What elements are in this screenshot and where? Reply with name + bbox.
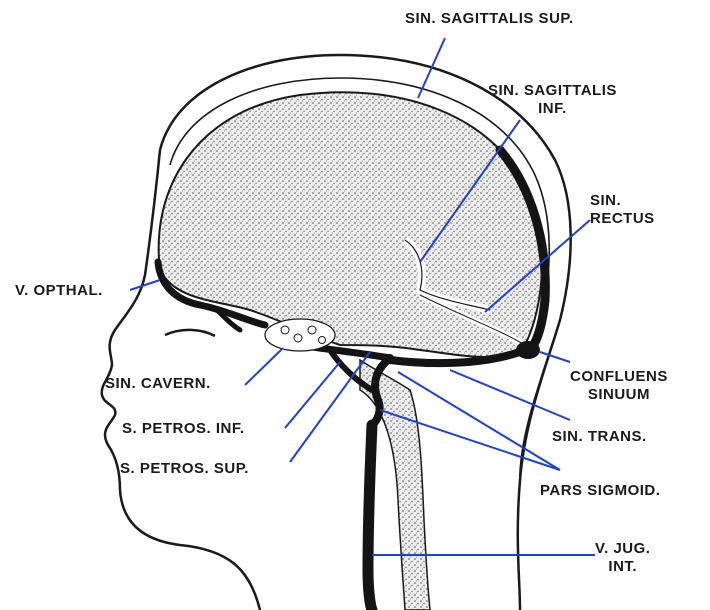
label-sin-rectus-line1: SIN. xyxy=(590,192,655,210)
leader-sin-trans xyxy=(450,370,570,420)
label-sin-sagittalis-inf-line1: SIN. SAGITTALIS xyxy=(488,82,617,100)
label-sin-cavern: SIN. CAVERN. xyxy=(105,375,211,393)
label-v-opthal: V. OPTHAL. xyxy=(15,282,103,300)
label-sin-sagittalis-inf: SIN. SAGITTALIS INF. xyxy=(488,82,617,118)
leader-v-opthal xyxy=(130,280,160,290)
leader-sin-sagittalis-sup xyxy=(418,38,445,98)
internal-jugular-vein xyxy=(368,425,372,610)
label-v-jug-int: V. JUG. INT. xyxy=(595,540,650,576)
label-sin-sagittalis-sup: SIN. SAGITTALIS SUP. xyxy=(405,10,574,28)
label-sin-rectus-line2: RECTUS xyxy=(590,210,655,228)
label-v-jug-int-line1: V. JUG. xyxy=(595,540,650,558)
label-confluens-sinuum-line1: CONFLUENS xyxy=(570,368,668,386)
leader-s-petros-inf xyxy=(285,362,340,428)
label-v-jug-int-line2: INT. xyxy=(595,558,650,576)
label-s-petros-sup: S. PETROS. SUP. xyxy=(120,460,249,478)
brain xyxy=(159,92,542,357)
leader-pars-sigmoid-a xyxy=(398,372,560,470)
label-confluens-sinuum-line2: SINUUM xyxy=(570,386,668,404)
label-s-petros-inf: S. PETROS. INF. xyxy=(122,420,245,438)
label-pars-sigmoid: PARS SIGMOID. xyxy=(540,482,660,500)
label-sin-trans: SIN. TRANS. xyxy=(552,428,647,446)
label-confluens-sinuum: CONFLUENS SINUUM xyxy=(570,368,668,404)
leader-confluens-sinuum xyxy=(540,352,570,362)
leader-sin-cavern xyxy=(245,348,283,385)
label-sin-sagittalis-inf-line2: INF. xyxy=(488,100,617,118)
label-sin-rectus: SIN. RECTUS xyxy=(590,192,655,228)
cavernous-sinus xyxy=(265,319,335,351)
orbit-mark xyxy=(165,330,215,336)
